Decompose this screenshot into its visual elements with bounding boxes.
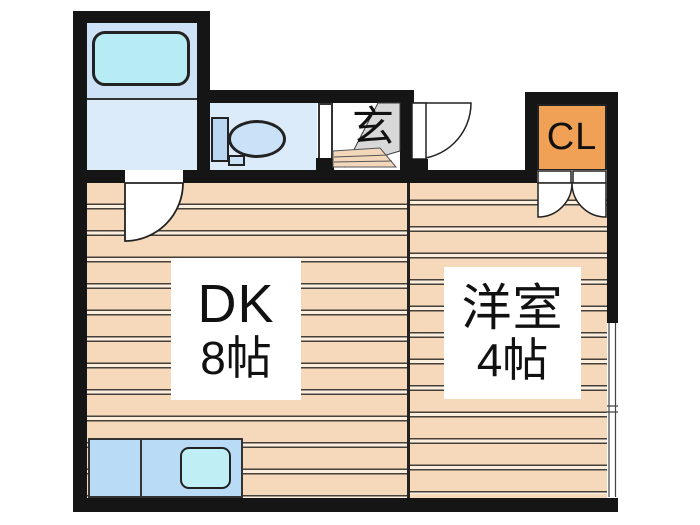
wall-dk-top-a: [87, 170, 125, 183]
entrance-hall: [415, 103, 525, 170]
kitchen-sink-icon: [180, 447, 231, 489]
toilet-bowl-icon: [228, 120, 286, 158]
wall-closet-left: [525, 92, 537, 173]
kitchen-counter: [88, 438, 243, 498]
western-room-name: 洋室: [461, 279, 564, 336]
wall-bathroom-right: [197, 11, 210, 183]
counter-divider: [140, 440, 142, 496]
window-opening: [607, 323, 618, 498]
dk-size: 8帖: [200, 331, 272, 384]
bathtub-icon: [92, 31, 190, 86]
wall-right-upper: [607, 92, 618, 323]
wall-bathroom-top: [73, 11, 210, 23]
closet-box: CL: [537, 104, 607, 171]
wall-entrance-bottom: [414, 170, 537, 183]
closet-label: CL: [546, 116, 598, 158]
toilet-flush-icon: [228, 155, 245, 166]
wall-left: [73, 11, 87, 512]
wall-closet-top: [525, 92, 618, 104]
wall-stub-toilet-door: [316, 158, 334, 170]
closet-door-gap: [538, 170, 607, 184]
room-divider-wall: [407, 183, 410, 498]
genkan-label: 玄: [352, 103, 395, 150]
closet-door-leaf-left: [537, 170, 572, 184]
toilet-sliding-door: [318, 103, 333, 161]
window-glazing-lines: [607, 323, 618, 497]
dk-name: DK: [197, 273, 275, 334]
western-room-label-box: 洋室 4帖: [444, 267, 581, 399]
toilet-tank-icon: [211, 117, 229, 162]
dk-label-box: DK 8帖: [171, 258, 301, 400]
wall-bottom: [73, 498, 618, 512]
wall-toilet-top: [208, 90, 414, 103]
closet-door-leaf-right: [572, 170, 607, 184]
western-room-size: 4帖: [476, 333, 549, 386]
washroom-door-gap: [125, 170, 183, 184]
wall-dk-top-b: [183, 170, 415, 183]
